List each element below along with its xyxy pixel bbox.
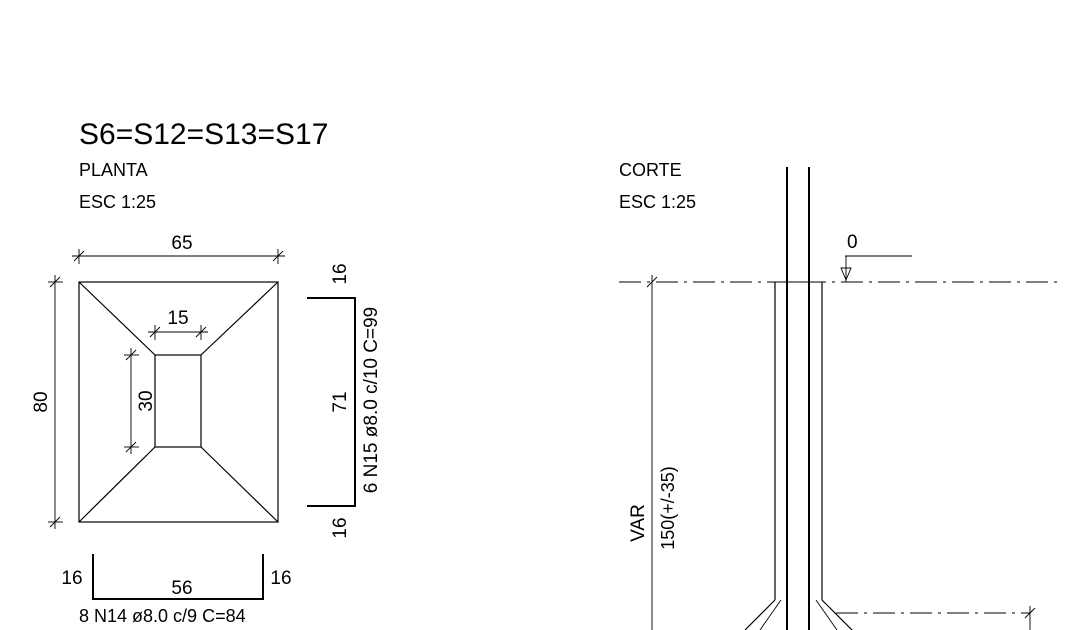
section-view-label: CORTE (619, 160, 682, 180)
footing-outline (78, 281, 279, 523)
rebar-horizontal-left-hook: 16 (61, 568, 82, 589)
height-dimension: 80 (31, 275, 63, 529)
rebar-vertical-bottom-hook: 16 (330, 517, 351, 538)
pedestal-section (744, 282, 853, 630)
column-height-dimension: 30 (124, 348, 157, 454)
depth-value: 150(+/-35) (658, 466, 678, 550)
column-width-dimension: 15 (148, 308, 208, 340)
column-bars (786, 167, 810, 630)
plan-view-label: PLANTA (79, 160, 148, 180)
depth-label: VAR (628, 504, 649, 542)
column-height-dim-text: 30 (136, 390, 157, 411)
drawing-title: S6=S12=S13=S17 (79, 118, 328, 151)
footing-plan (78, 281, 279, 523)
lower-axis (836, 606, 1036, 630)
section-scale-label: ESC 1:25 (619, 192, 696, 212)
plan-scale-label: ESC 1:25 (79, 192, 156, 212)
rebar-vertical-top-hook: 16 (330, 263, 351, 284)
level-marker: 0 (840, 232, 912, 282)
depth-dimension: VAR 150(+/-35) (628, 275, 678, 630)
rebar-horizontal-detail: 16 56 16 8 N14 ø8.0 c/9 C=84 (61, 554, 292, 626)
level-mark-text: 0 (847, 232, 858, 253)
slope-line (200, 446, 279, 523)
width-dimension: 65 (72, 233, 285, 264)
slope-line (78, 446, 156, 523)
column-width-dim-text: 15 (167, 308, 188, 329)
rebar-horizontal-length: 56 (171, 578, 192, 599)
column-outline (154, 354, 202, 448)
rebar-vertical-length: 71 (330, 391, 351, 412)
slope-line (200, 281, 279, 356)
rebar-vertical-detail: 16 71 16 6 N15 ø8.0 c/10 C=99 (307, 263, 382, 539)
slope-line (78, 281, 156, 356)
rebar-vertical-spec: 6 N15 ø8.0 c/10 C=99 (361, 307, 382, 493)
width-dim-text: 65 (171, 233, 192, 254)
rebar-horizontal-right-hook: 16 (270, 568, 291, 589)
rebar-horizontal-spec: 8 N14 ø8.0 c/9 C=84 (79, 606, 246, 626)
height-dim-text: 80 (31, 391, 52, 412)
